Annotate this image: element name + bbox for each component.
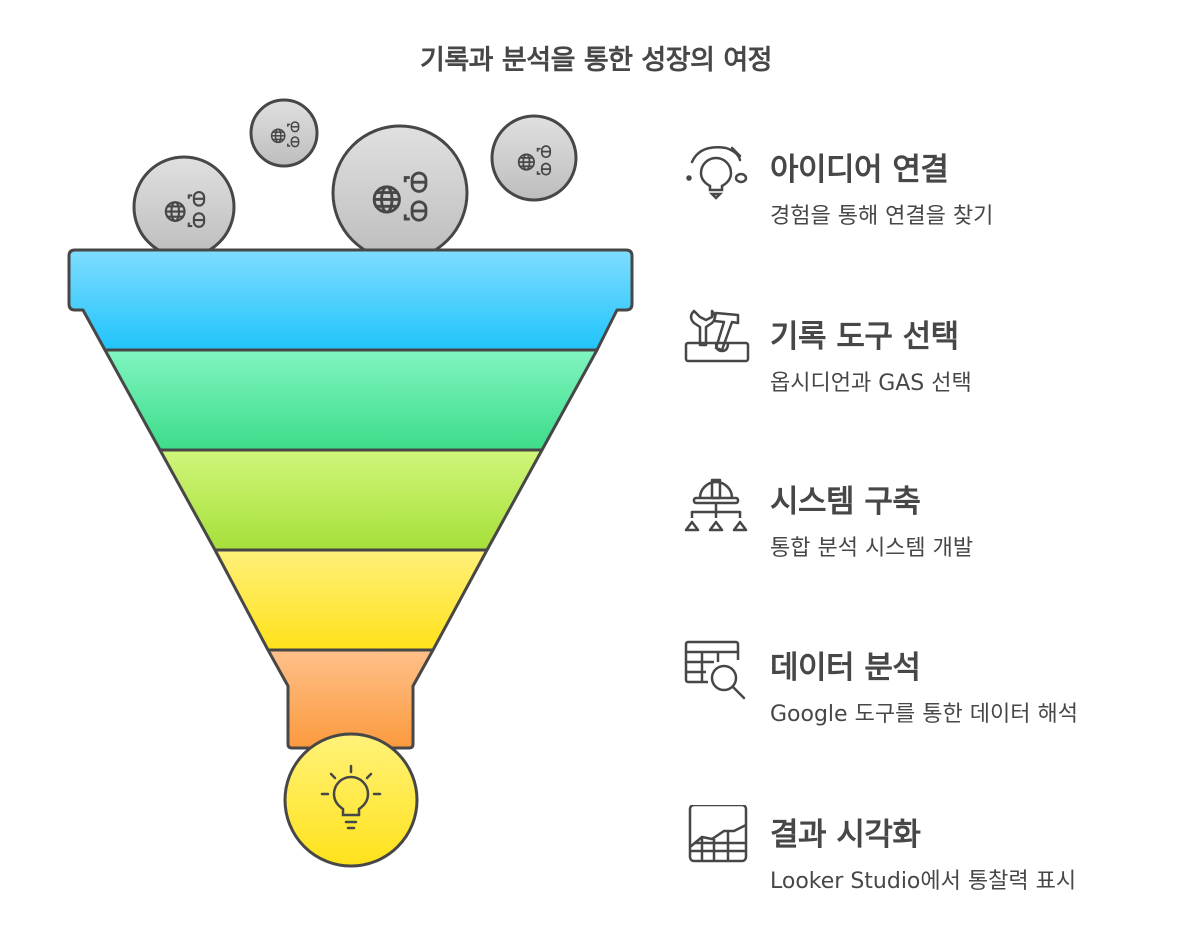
funnel-layer-1 (67, 248, 634, 352)
step-description: Google 도구를 통한 데이터 해석 (770, 702, 1078, 727)
step-idea-connection: 아이디어 연결 경험을 통해 연결을 찾기 (680, 140, 1180, 260)
data-bubble (331, 124, 469, 262)
step-data-analysis: 데이터 분석 Google 도구를 통한 데이터 해석 (680, 638, 1180, 758)
step-system-build: 시스템 구축 통합 분석 시스템 개발 (680, 472, 1180, 592)
step-tool-selection: 기록 도구 선택 옵시디언과 GAS 선택 (680, 307, 1180, 427)
step-heading: 데이터 분석 (770, 650, 921, 686)
step-description: 옵시디언과 GAS 선택 (770, 371, 972, 396)
bulb-output (283, 732, 419, 868)
step-description: 통합 분석 시스템 개발 (770, 536, 974, 561)
data-bubble (490, 114, 578, 202)
table-search-icon (684, 640, 746, 700)
funnel-layer-5 (266, 648, 435, 750)
funnel-layer-3 (158, 448, 544, 552)
step-description: 경험을 통해 연결을 찾기 (770, 204, 994, 229)
step-description: Looker Studio에서 통찰력 표시 (770, 869, 1077, 894)
step-heading: 시스템 구축 (770, 484, 921, 520)
data-bubble (249, 98, 319, 168)
data-bubble (132, 155, 236, 259)
funnel-layer-2 (103, 348, 599, 452)
step-heading: 결과 시각화 (770, 817, 921, 853)
funnel-layer-4 (213, 548, 489, 652)
diagram-title: 기록과 분석을 통한 성장의 여정 (419, 45, 773, 76)
step-heading: 기록 도구 선택 (770, 319, 959, 355)
lightbulb-idea-icon (686, 146, 748, 200)
chart-table-icon (688, 805, 748, 863)
hardhat-network-icon (684, 478, 748, 532)
step-result-visualization: 결과 시각화 Looker Studio에서 통찰력 표시 (680, 805, 1180, 925)
funnel-diagram (67, 98, 634, 868)
lightbulb-icon (320, 764, 382, 830)
toolbox-icon (684, 309, 750, 363)
step-heading: 아이디어 연결 (770, 152, 949, 188)
